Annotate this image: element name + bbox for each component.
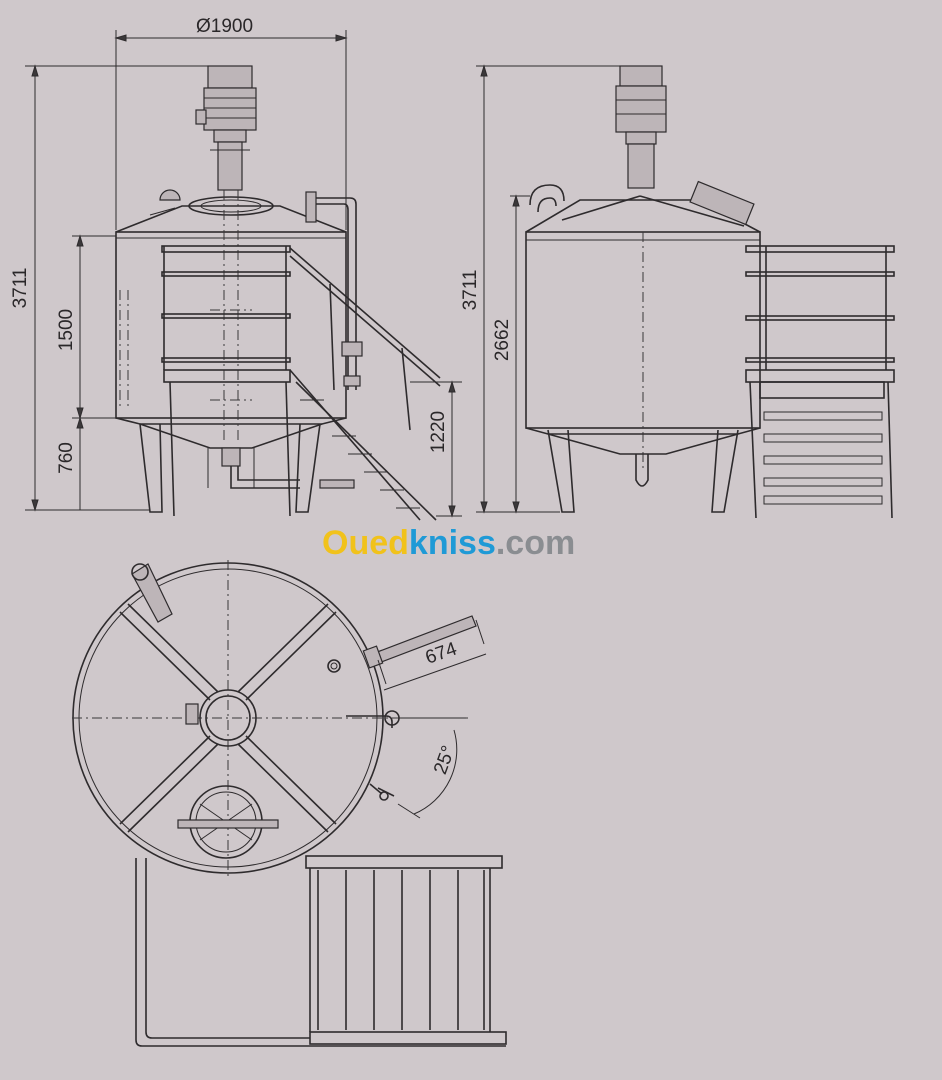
leg-height-label: 760 [56, 442, 77, 474]
side-drain [635, 454, 649, 487]
motor-flange [213, 129, 247, 143]
gear-reducer [217, 141, 243, 191]
jacket-dimples [119, 290, 129, 410]
plan-frame-beams [119, 603, 337, 833]
top-inlet [159, 189, 181, 201]
plan-side-pipe [346, 615, 477, 801]
watermark: Ouedkniss.com [322, 524, 575, 562]
tank-bottom-cone [139, 423, 323, 449]
pipe-angle-label: 25° [430, 743, 460, 777]
total-height-front-label: 3711 [10, 268, 31, 309]
side-manhole [689, 180, 755, 226]
side-inlet-pipe [529, 184, 565, 206]
diameter-dimension-label: Ø1900 [196, 16, 253, 37]
plan-inlet-pipe [131, 563, 173, 623]
platform-railing [161, 245, 291, 517]
plan-dimensions [377, 619, 487, 819]
plan-manhole [177, 785, 279, 859]
tank-legs [139, 423, 321, 513]
front-dimensions [25, 30, 462, 518]
platform-height-label: 1220 [428, 411, 449, 453]
agitator-shaft [210, 190, 252, 440]
platform-deck [163, 369, 291, 383]
side-stair-top [759, 381, 885, 399]
tank-shell [115, 231, 347, 419]
total-height-side-label: 3711 [460, 270, 481, 311]
access-stairs [289, 247, 441, 521]
agitator-plan [199, 689, 257, 747]
plan-stairs [135, 855, 507, 1047]
side-bottom-cone [547, 433, 739, 455]
shell-height-label: 1500 [56, 309, 77, 351]
side-legs [547, 429, 739, 513]
side-motor-fan-cover [619, 65, 663, 87]
side-platform [745, 245, 895, 519]
motor-body [203, 87, 257, 131]
front-elevation-view: Ø1900 3711 1500 760 1220 [10, 16, 462, 521]
plan-view: 674 25° [72, 560, 507, 1047]
bottom-outlet [221, 447, 241, 467]
side-motor-body [615, 85, 667, 133]
motor-terminal-box [195, 109, 207, 125]
side-piping [305, 191, 363, 489]
height-to-rim-label: 2662 [492, 319, 513, 361]
side-elevation-view: 3711 2662 [460, 64, 895, 519]
plan-sight-port [327, 659, 341, 673]
watermark-part-3: .com [496, 524, 575, 562]
side-gear-reducer [627, 143, 655, 189]
watermark-part-2: kniss [409, 524, 496, 562]
top-manhole [188, 196, 274, 216]
side-dimensions [476, 64, 620, 514]
watermark-part-1: Oued [322, 524, 409, 562]
motor-fan-cover [207, 65, 253, 89]
